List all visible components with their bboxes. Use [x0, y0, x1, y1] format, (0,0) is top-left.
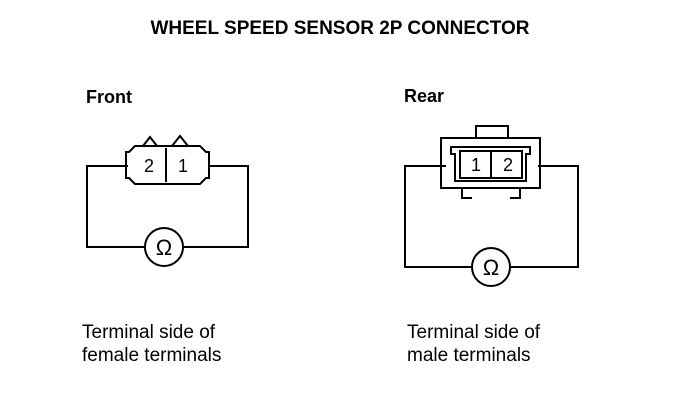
rear-caption-line1: Terminal side of [407, 322, 541, 343]
rear-ohm-icon: Ω [483, 255, 499, 280]
front-caption-line2: female terminals [82, 345, 221, 366]
front-pin-1: 1 [178, 156, 188, 176]
front-connector: 2 1 [125, 134, 210, 185]
front-caption-line1: Terminal side of [82, 322, 216, 343]
front-test-lead-right [183, 165, 249, 248]
rear-ohmmeter: Ω [471, 247, 511, 287]
rear-connector-foot-left [461, 188, 472, 199]
rear-connector: 1 2 [440, 125, 541, 199]
rear-ohmmeter-circle [471, 247, 511, 287]
rear-label: Rear [404, 86, 444, 106]
rear-connector-lock-tab [475, 125, 509, 139]
front-connector-lock-left [142, 135, 158, 147]
front-connector-housing [125, 145, 210, 185]
rear-test-lead-left [404, 165, 471, 268]
rear-connector-foot-right [510, 188, 521, 199]
rear-section: Rear Ω 1 2 Terminal side of male termina… [404, 86, 579, 366]
diagram-title: WHEEL SPEED SENSOR 2P CONNECTOR [150, 18, 529, 39]
front-ohm-icon: Ω [156, 235, 172, 260]
rear-pin-2: 2 [503, 155, 513, 175]
rear-pin-1: 1 [471, 155, 481, 175]
front-pin-2: 2 [144, 156, 154, 176]
front-label: Front [86, 87, 132, 107]
front-test-lead-left [86, 165, 145, 248]
front-ohmmeter-circle [144, 227, 184, 267]
rear-caption-line2: male terminals [407, 345, 531, 366]
front-ohmmeter: Ω [144, 227, 184, 267]
rear-connector-housing-inner [450, 146, 531, 182]
front-section: Front Ω 2 1 Terminal side of female term… [82, 87, 249, 366]
front-connector-lock-right [171, 134, 189, 147]
rear-connector-housing-outer [440, 137, 541, 189]
rear-test-lead-right [511, 165, 579, 268]
